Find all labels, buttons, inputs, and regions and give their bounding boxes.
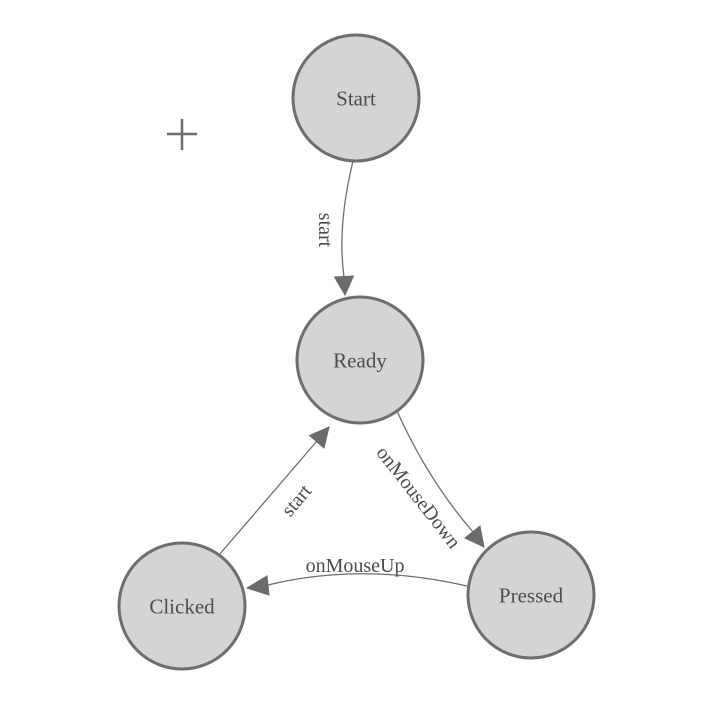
node-clicked[interactable]: Clicked (117, 541, 247, 671)
node-pressed-label: Pressed (499, 583, 564, 607)
edge-ready-to-pressed[interactable]: onMouseDown (372, 410, 485, 553)
edge-line[interactable] (341, 160, 354, 278)
node-ready[interactable]: Ready (295, 295, 425, 425)
edge-line[interactable] (396, 410, 474, 533)
edge-line[interactable] (267, 573, 468, 587)
node-ready-circle[interactable] (295, 295, 425, 425)
node-pressed[interactable]: Pressed (466, 530, 596, 660)
edge-clicked-to-ready[interactable]: start (218, 426, 330, 556)
node-start-label: Start (336, 86, 376, 110)
arrowhead-icon (245, 575, 270, 596)
node-clicked-circle[interactable] (117, 541, 247, 671)
arrowhead-icon (333, 275, 355, 297)
edge-line[interactable] (218, 440, 318, 556)
edge-label-onmousedown: onMouseDown (372, 442, 465, 553)
node-pressed-circle[interactable] (466, 530, 596, 660)
node-clicked-label: Clicked (149, 594, 215, 618)
arrowhead-icon (464, 525, 485, 548)
node-start-circle[interactable] (291, 33, 421, 163)
edge-start-to-ready[interactable]: start (314, 160, 355, 297)
arrowhead-icon (308, 426, 330, 449)
crosshair-icon (167, 119, 197, 150)
edge-label-onmouseup: onMouseUp (306, 555, 405, 577)
edge-label-start: start (314, 213, 336, 248)
edge-pressed-to-clicked[interactable]: onMouseUp (245, 555, 468, 596)
node-start[interactable]: Start (291, 33, 421, 163)
node-ready-label: Ready (333, 348, 387, 372)
edge-label-start-2: start (277, 480, 316, 521)
